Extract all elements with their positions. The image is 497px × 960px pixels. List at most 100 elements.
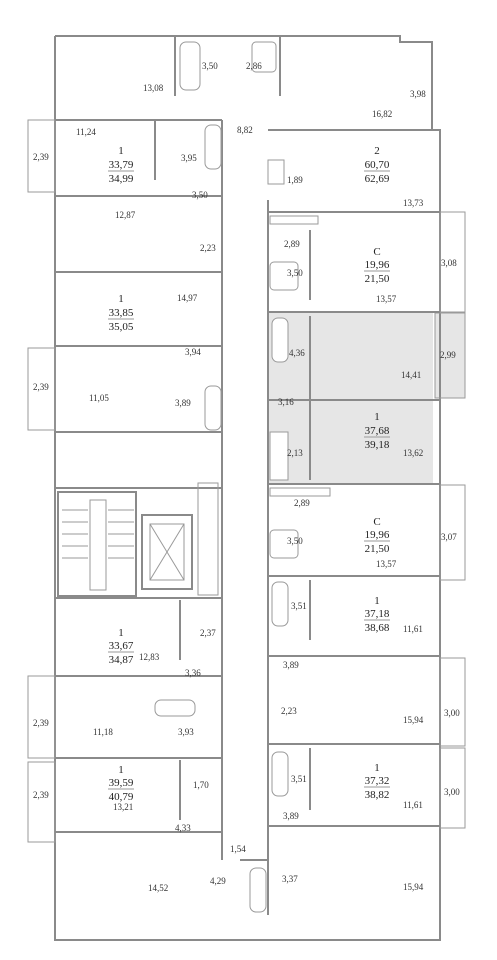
- apartment-area: 37,68: [365, 425, 390, 437]
- apartment-total-area: 34,87: [109, 654, 134, 666]
- room-area-label: 3,00: [444, 787, 460, 797]
- room-area-label: 2,89: [284, 239, 300, 249]
- apartment-total-area: 38,82: [365, 789, 390, 801]
- room-area-label: 1,89: [287, 175, 303, 185]
- apartment-total-area: 39,18: [365, 439, 390, 451]
- room-area-label: 11,05: [89, 393, 109, 403]
- apartment-rooms: 1: [118, 627, 124, 639]
- room-area-label: 3,07: [441, 532, 457, 542]
- room-labels: 13,08 3,50 2,86 16,82 3,98 11,24 2,39 3,…: [33, 61, 460, 893]
- room-area-label: 3,00: [444, 708, 460, 718]
- room-area-label: 2,39: [33, 382, 49, 392]
- apartment-area: 37,18: [365, 608, 390, 620]
- apartment-rooms: С: [373, 246, 380, 258]
- room-area-label: 11,24: [76, 127, 96, 137]
- room-area-label: 13,57: [376, 294, 397, 304]
- apartment-rooms: 1: [118, 145, 124, 157]
- room-area-label: 2,39: [33, 790, 49, 800]
- room-area-label: 2,13: [287, 448, 303, 458]
- room-area-label: 2,23: [200, 243, 216, 253]
- room-area-label: 13,57: [376, 559, 397, 569]
- room-area-label: 2,86: [246, 61, 262, 71]
- elevator-shaft: [141, 482, 219, 596]
- apartment-rooms: 1: [374, 595, 380, 607]
- apartment-area: 60,70: [365, 159, 390, 171]
- apartment-east-3: 1 37,18 38,68: [364, 595, 390, 634]
- apartment-west-2: 1 33,85 35,05: [108, 293, 134, 333]
- apartment-east-c1: С 19,96 21,50: [364, 246, 390, 285]
- room-area-label: 15,94: [403, 715, 424, 725]
- apartment-total-area: 21,50: [365, 273, 390, 285]
- room-area-label: 8,82: [237, 125, 253, 135]
- room-area-label: 13,73: [403, 198, 424, 208]
- apartment-rooms: 1: [374, 411, 380, 423]
- highlighted-apartment-fill: [267, 313, 433, 483]
- room-area-label: 3,50: [192, 190, 208, 200]
- apartment-area: 39,59: [109, 777, 134, 789]
- room-area-label: 14,97: [177, 293, 198, 303]
- room-area-label: 11,61: [403, 800, 423, 810]
- room-area-label: 11,61: [403, 624, 423, 634]
- room-area-label: 3,93: [178, 727, 194, 737]
- apartment-total-area: 34,99: [109, 173, 134, 185]
- room-area-label: 4,33: [175, 823, 191, 833]
- room-area-label: 3,36: [185, 668, 201, 678]
- room-area-label: 12,83: [139, 652, 160, 662]
- apartment-east-c2: С 19,96 21,50: [364, 516, 390, 555]
- room-area-label: 3,51: [291, 601, 307, 611]
- room-area-label: 2,37: [200, 628, 216, 638]
- room-area-label: 3,94: [185, 347, 201, 357]
- room-area-label: 2,39: [33, 718, 49, 728]
- room-area-label: 13,08: [143, 83, 164, 93]
- east-balconies: [434, 211, 466, 829]
- room-area-label: 2,99: [440, 350, 456, 360]
- room-area-label: 3,95: [181, 153, 197, 163]
- apartment-rooms: 1: [118, 293, 124, 305]
- apartment-west-3: 1 33,67 34,87: [108, 627, 134, 666]
- room-area-label: 4,29: [210, 876, 226, 886]
- room-area-label: 2,89: [294, 498, 310, 508]
- room-area-label: 1,54: [230, 844, 246, 854]
- room-area-label: 3,50: [287, 268, 303, 278]
- room-area-label: 2,23: [281, 706, 297, 716]
- room-area-label: 3,50: [202, 61, 218, 71]
- room-area-label: 3,89: [283, 660, 299, 670]
- apartment-total-area: 62,69: [365, 173, 390, 185]
- room-area-label: 13,62: [403, 448, 423, 458]
- room-area-label: 3,89: [175, 398, 191, 408]
- room-area-label: 3,50: [287, 536, 303, 546]
- apartment-rooms: 1: [374, 762, 380, 774]
- west-balconies: [27, 119, 56, 843]
- apartment-area: 33,79: [109, 159, 134, 171]
- room-area-label: 11,18: [93, 727, 113, 737]
- room-area-label: 14,41: [401, 370, 421, 380]
- apartment-east-highlighted: 1 37,68 39,18: [364, 411, 390, 451]
- apartment-area: 37,32: [365, 775, 390, 787]
- stairwell: [57, 491, 137, 597]
- room-area-label: 3,16: [278, 397, 294, 407]
- apartment-west-1: 1 33,79 34,99: [108, 145, 134, 185]
- apartment-rooms: С: [373, 516, 380, 528]
- room-area-label: 3,98: [410, 89, 426, 99]
- apartment-total-area: 35,05: [109, 321, 134, 333]
- apartment-area: 33,67: [109, 640, 134, 652]
- interior-walls: [55, 36, 440, 915]
- room-area-label: 3,37: [282, 874, 298, 884]
- room-area-label: 12,87: [115, 210, 136, 220]
- room-area-label: 15,94: [403, 882, 424, 892]
- bathroom-fixtures: [154, 41, 331, 913]
- room-area-label: 3,51: [291, 774, 307, 784]
- room-area-label: 2,39: [33, 152, 49, 162]
- room-area-label: 16,82: [372, 109, 392, 119]
- apartment-area: 19,96: [365, 259, 390, 271]
- apartment-area: 33,85: [109, 307, 134, 319]
- room-area-label: 1,70: [193, 780, 209, 790]
- apartment-east-4: 1 37,32 38,82: [364, 762, 390, 801]
- apartment-east-2: 2 60,70 62,69: [364, 145, 390, 185]
- apartment-rooms: 2: [374, 145, 380, 157]
- apartment-rooms: 1: [118, 764, 124, 776]
- room-area-label: 3,08: [441, 258, 457, 268]
- room-area-label: 3,89: [283, 811, 299, 821]
- apartment-total-area: 38,68: [365, 622, 390, 634]
